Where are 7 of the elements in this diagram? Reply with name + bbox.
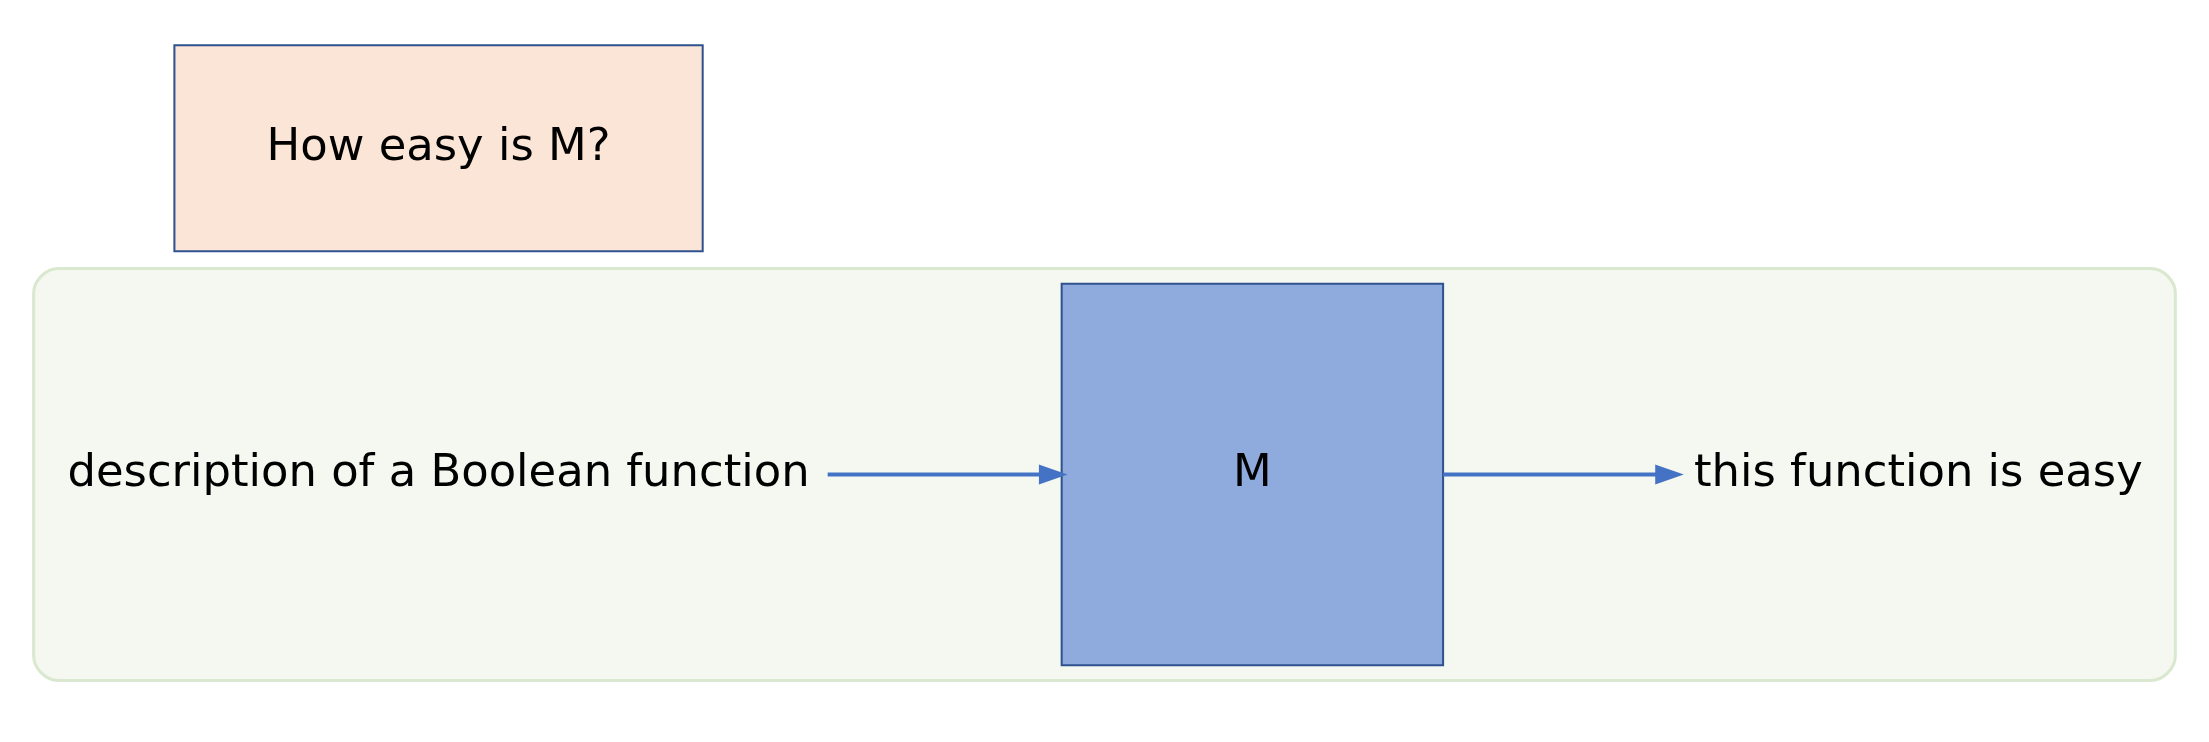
node-box: How easy is M? <box>173 44 704 253</box>
node-box: M <box>1060 282 1445 667</box>
arrow <box>827 464 1068 485</box>
cluster <box>32 267 2177 683</box>
node-text: this function is easy <box>1693 443 2143 497</box>
arrow <box>1443 464 1684 485</box>
node-text: description of a Boolean function <box>67 443 810 497</box>
